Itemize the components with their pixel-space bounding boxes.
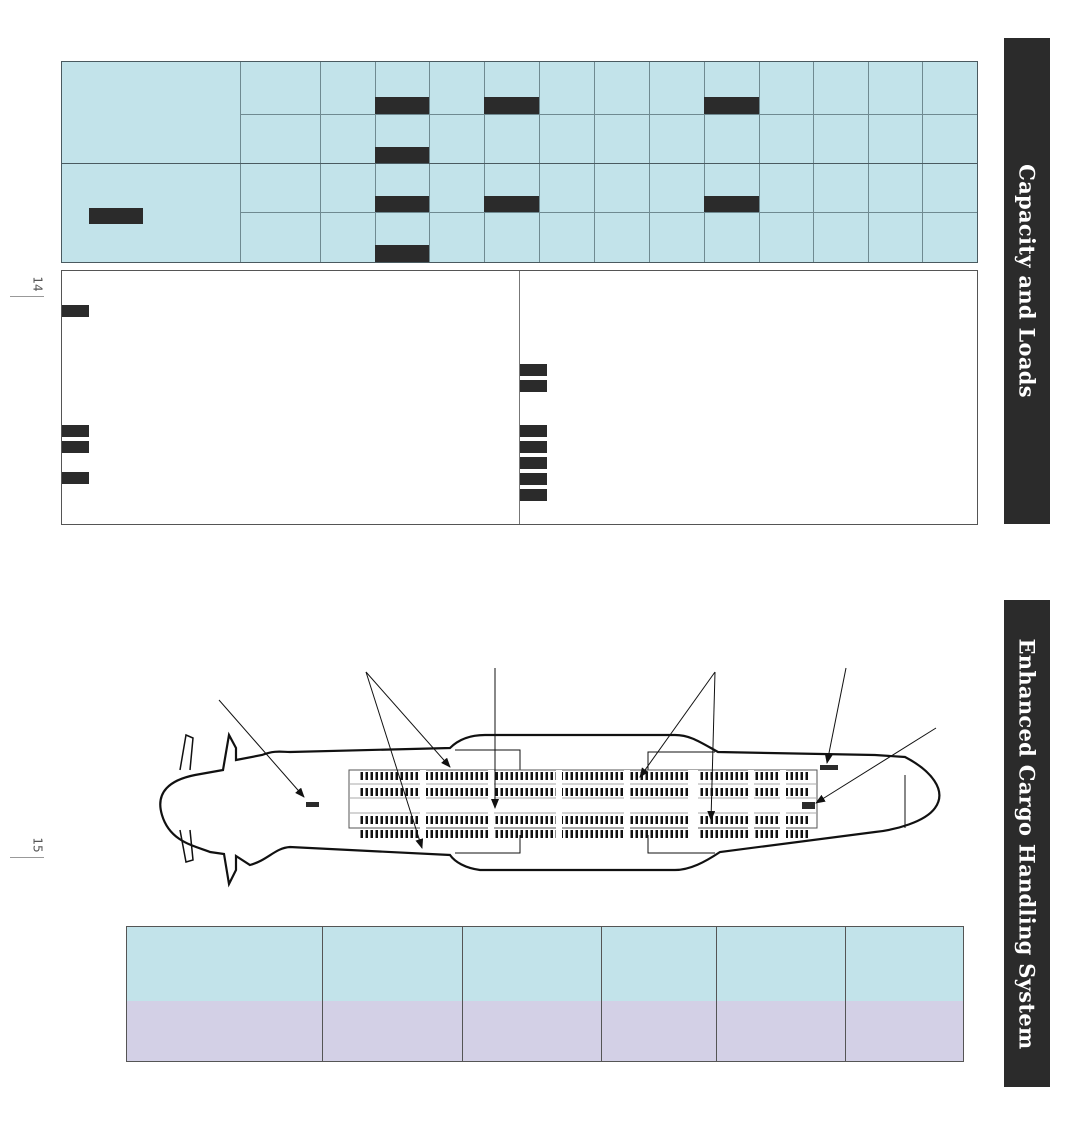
redaction-block [375,97,429,114]
callout-line [707,671,716,821]
tail-stabilizer-top [179,733,194,771]
table-row [127,927,963,1002]
redaction-block [520,364,547,376]
tail-stabilizer-bottom [179,829,194,863]
redaction-block [62,472,89,484]
section-tab-capacity: Capacity and Loads [1004,38,1050,524]
table-row [127,1001,963,1061]
section-title-cargo: Enhanced Cargo Handling System [1014,637,1040,1050]
redaction-block [520,441,547,453]
redaction-block [62,305,89,317]
page-number-bottom: 15 [30,837,45,853]
page-number-top: 14 [30,276,45,292]
redaction-block [520,425,547,437]
aircraft-cargo-diagram [159,667,941,888]
redaction-block [306,802,319,807]
redaction-block [520,473,547,485]
callout-line [365,671,424,849]
redaction-block [62,425,89,437]
section-tab-cargo: Enhanced Cargo Handling System [1004,600,1050,1087]
redaction-block [375,147,429,163]
capacity-table [61,61,978,263]
redaction-block [704,196,759,212]
redaction-block [375,196,429,212]
redaction-block [520,457,547,469]
page-rule-top [10,296,44,297]
redaction-block [820,765,838,770]
redaction-block [89,208,143,224]
redaction-block [484,97,539,114]
redaction-block [520,489,547,501]
redaction-block [704,97,759,114]
callout-line [365,671,451,768]
callout-line [815,727,937,804]
section-title-capacity: Capacity and Loads [1014,164,1040,398]
callout-line [639,671,716,778]
callout-line [218,699,305,798]
redaction-block [375,245,429,262]
redaction-block [520,380,547,392]
callout-line [824,667,847,764]
cargo-system-table [126,926,964,1062]
page-rule-bottom [10,857,44,858]
redaction-block [62,441,89,453]
load-notes-box [61,270,978,525]
redaction-block [802,802,815,809]
redaction-block [484,196,539,212]
